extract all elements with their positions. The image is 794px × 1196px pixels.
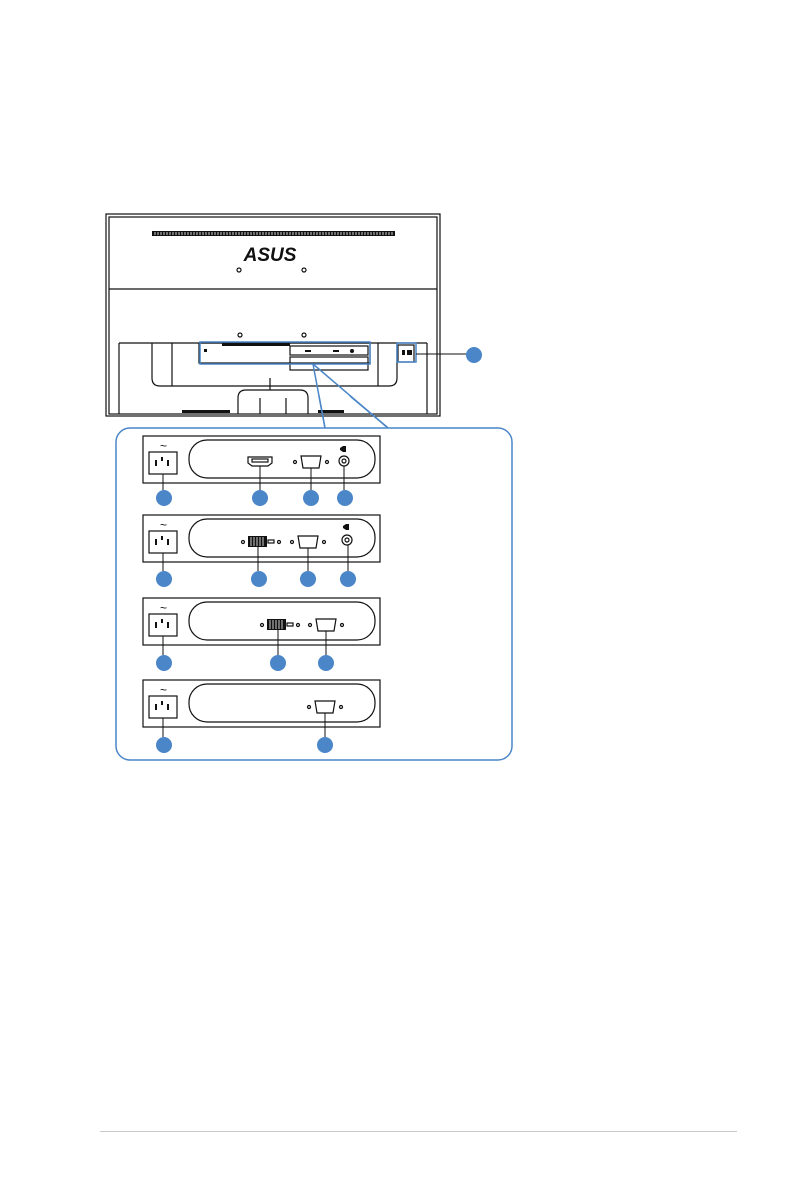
callout-circle-ac-1 xyxy=(156,490,172,506)
ac-symbol-icon: ~ xyxy=(160,683,167,697)
callout-circle-vga-3 xyxy=(318,655,334,671)
panel-dvi-vga-audio: ~ xyxy=(143,515,380,562)
callout-circle-vga-4 xyxy=(317,737,333,753)
callout-circle-vga-1 xyxy=(303,490,319,506)
lock-callout-circle xyxy=(466,347,482,363)
callout-circle-dvi-2 xyxy=(270,655,286,671)
ac-symbol-icon: ~ xyxy=(160,439,167,453)
callout-circle-ac-3 xyxy=(156,655,172,671)
ventilation-grille xyxy=(152,231,395,236)
panel-dvi-vga: ~ xyxy=(143,598,380,645)
callout-circle-audio-2 xyxy=(340,571,356,587)
callout-circle-vga-2 xyxy=(300,571,316,587)
ac-symbol-icon: ~ xyxy=(160,601,167,615)
callout-circle-ac-4 xyxy=(156,737,172,753)
ac-symbol-icon: ~ xyxy=(160,518,167,532)
callout-circle-dvi-1 xyxy=(251,571,267,587)
callout-circle-hdmi xyxy=(252,490,268,506)
asus-logo: ASUS xyxy=(243,245,297,266)
monitor-rear-view: ASUS xyxy=(106,214,440,416)
panel-vga: ~ xyxy=(143,680,380,727)
footer-divider xyxy=(100,1131,737,1132)
callout-circle-audio-1 xyxy=(337,490,353,506)
callout-circle-ac-2 xyxy=(156,571,172,587)
